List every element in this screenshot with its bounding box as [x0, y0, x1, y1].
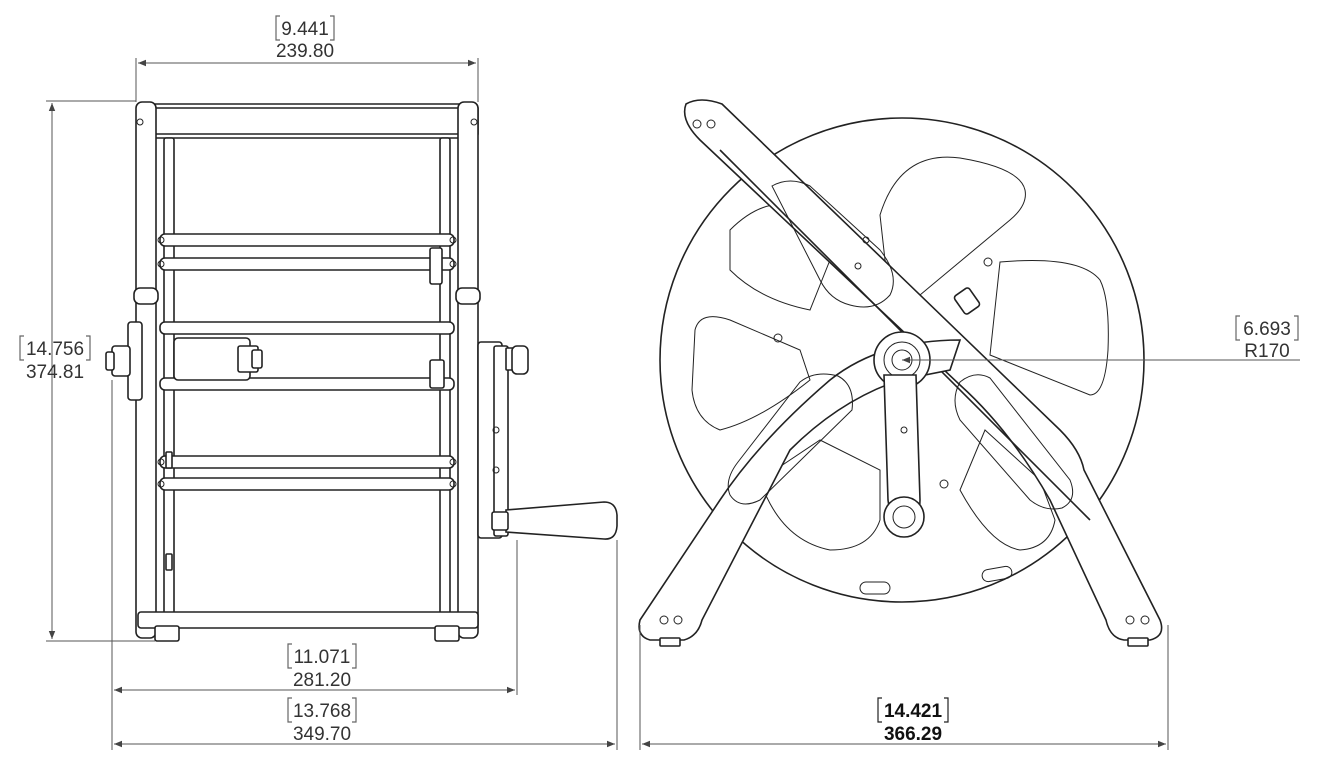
- side-view: [638, 99, 1163, 647]
- radius-mm: R170: [1244, 341, 1289, 362]
- side-width-inch: 14.421: [884, 701, 943, 722]
- overall-width-mm: 349.70: [293, 724, 351, 745]
- base-width-inch: 11.071: [294, 647, 351, 668]
- dimension-labels: 9.441 239.80 14.756 374.81 11.071 281.20…: [19, 15, 1299, 745]
- height-mm: 374.81: [26, 362, 84, 383]
- top-width-inch: 9.441: [281, 19, 329, 40]
- radius-inch: 6.693: [1243, 319, 1291, 340]
- dimension-lines: [46, 58, 1300, 750]
- front-view: [105, 101, 618, 642]
- base-width-mm: 281.20: [293, 670, 351, 691]
- top-width-mm: 239.80: [276, 41, 334, 62]
- overall-width-inch: 13.768: [293, 701, 351, 722]
- side-width-mm: 366.29: [884, 724, 942, 745]
- height-inch: 14.756: [26, 339, 84, 360]
